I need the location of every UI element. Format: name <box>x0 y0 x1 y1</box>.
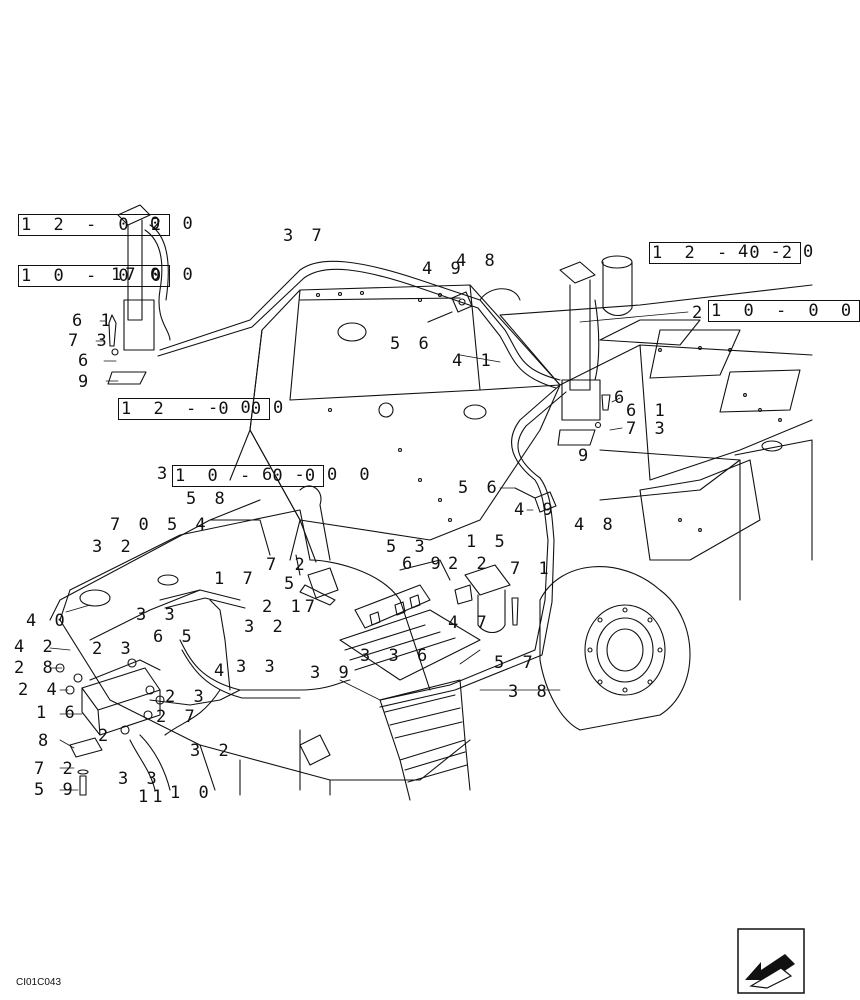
callout-28: 2 8 <box>14 658 57 678</box>
clamp-lower <box>514 487 557 513</box>
callout-22: 2 2 <box>448 554 491 574</box>
callout-73-right: 7 3 <box>626 419 669 439</box>
callout-33-upper: 3 3 <box>136 605 179 625</box>
diagram-canvas: 1 2 - 0 2 0 0 1 0 - 0 0 0 0 1 2 - 0 0 - … <box>14 204 860 994</box>
callout-72-lower: 7 2 <box>34 759 77 779</box>
callout-71: 7 1 <box>510 559 553 579</box>
clamp-upper <box>427 291 473 323</box>
callout-57: 5 7 <box>494 653 537 673</box>
callout-65: 6 5 <box>153 627 196 647</box>
callout-2-right: 2 <box>692 303 707 323</box>
callout-37: 3 7 <box>283 226 326 246</box>
callout-56-lower: 5 6 <box>458 478 501 498</box>
callout-47: 4 7 <box>448 613 491 633</box>
navigation-arrow-icon[interactable] <box>737 928 805 994</box>
right-frame <box>479 284 813 601</box>
callout-15: 1 5 <box>466 532 509 552</box>
callout-8: 8 <box>38 731 53 751</box>
callout-58: 5 8 <box>186 489 229 509</box>
callout-23-upper: 2 3 <box>92 639 135 659</box>
ref-tail-12-00: - 0 0 <box>208 398 290 418</box>
callout-23-lower: 2 3 <box>165 687 208 707</box>
ref-box-10-00-b[interactable]: 1 0 - 0 0 <box>172 465 325 487</box>
callout-61-left: 6 1 <box>72 311 115 331</box>
callout-4: 4 <box>214 661 229 681</box>
callout-39: 3 9 <box>310 663 353 683</box>
valve-block <box>354 559 451 629</box>
callout-69: 6 9 <box>402 554 445 574</box>
callout-32-upper: 3 2 <box>92 537 135 557</box>
callout-3: 3 <box>157 464 172 484</box>
ref-tail-10-00-a: 0 0 <box>150 265 199 285</box>
callout-61-right: 6 1 <box>626 401 669 421</box>
callout-6-right: 6 <box>614 388 629 408</box>
callout-17-lower: 1 7 <box>214 569 257 589</box>
callout-56-upper: 5 6 <box>390 334 433 354</box>
leader-lines <box>49 311 689 791</box>
callout-42: 4 2 <box>14 637 57 657</box>
ref-box-10-00-c[interactable]: 1 0 - 0 0 <box>708 300 860 322</box>
hose-37 <box>157 260 561 389</box>
callout-73-left: 7 3 <box>68 331 111 351</box>
callout-24: 2 4 <box>18 680 61 700</box>
ref-tail-12-02: 0 0 <box>150 214 199 234</box>
callout-9-right: 9 <box>578 446 593 466</box>
ref-tail-10-00-b: 6 - 0 0 <box>262 465 376 485</box>
callout-32-lower: 3 2 <box>190 741 233 761</box>
callout-11: 11 <box>138 787 167 807</box>
callout-33-lower: 3 3 <box>118 769 161 789</box>
callout-2-17: 2 17 <box>262 597 319 617</box>
callout-3-36: 3 3 6 <box>360 646 432 666</box>
callout-72-center: 7 2 <box>266 555 309 575</box>
manifold-block <box>55 658 165 736</box>
callout-38: 3 8 <box>508 682 551 702</box>
ref-tail-12-024: 4 - 0 <box>738 242 820 262</box>
left-column <box>107 204 171 385</box>
callout-53: 5 3 <box>386 537 429 557</box>
filter-15 <box>454 564 519 634</box>
callout-32-middle: 3 2 <box>244 617 287 637</box>
exploded-assembly-drawing <box>49 204 813 801</box>
bracket-8 <box>69 737 103 796</box>
ref-box-12-024[interactable]: 1 2 - 0 2 <box>649 242 802 264</box>
callout-59: 5 9 <box>34 780 77 800</box>
callout-16: 1 6 <box>36 703 79 723</box>
document-code: CI01C043 <box>16 977 62 988</box>
callout-2-lower: 2 <box>98 726 113 746</box>
callout-41: 4 1 <box>452 351 495 371</box>
lower-left-frame <box>49 499 471 796</box>
callout-70-54: 7 0 5 4 <box>110 515 210 535</box>
callout-33-middle: 3 3 <box>236 657 279 677</box>
ref-box-12-00[interactable]: 1 2 - 0 0 <box>118 398 271 420</box>
hose-right <box>379 384 567 708</box>
pedal-assembly <box>295 485 339 606</box>
ref-box-10-00-a[interactable]: 1 0 - 0 0 <box>18 265 171 287</box>
callout-5: 5 <box>284 574 299 594</box>
wheel <box>539 566 691 731</box>
callout-49-lower: 4 9 <box>514 500 557 520</box>
callout-9-left: 9 <box>78 372 93 392</box>
right-column <box>557 255 633 446</box>
callout-27: 2 7 <box>156 707 199 727</box>
ref-box-12-02[interactable]: 1 2 - 0 2 <box>18 214 171 236</box>
callout-48-lower: 4 8 <box>574 515 617 535</box>
steps <box>339 609 481 801</box>
callout-10: 1 0 <box>170 783 213 803</box>
callout-6-left: 6 <box>78 351 93 371</box>
chassis-frame <box>229 284 561 561</box>
callout-17-upper: 17 <box>111 265 140 285</box>
callout-40: 4 0 <box>26 611 69 631</box>
pipe-network-left <box>89 589 351 791</box>
callout-48-upper: 4 8 <box>456 251 499 271</box>
callout-49-upper: 4 9 <box>422 259 465 279</box>
